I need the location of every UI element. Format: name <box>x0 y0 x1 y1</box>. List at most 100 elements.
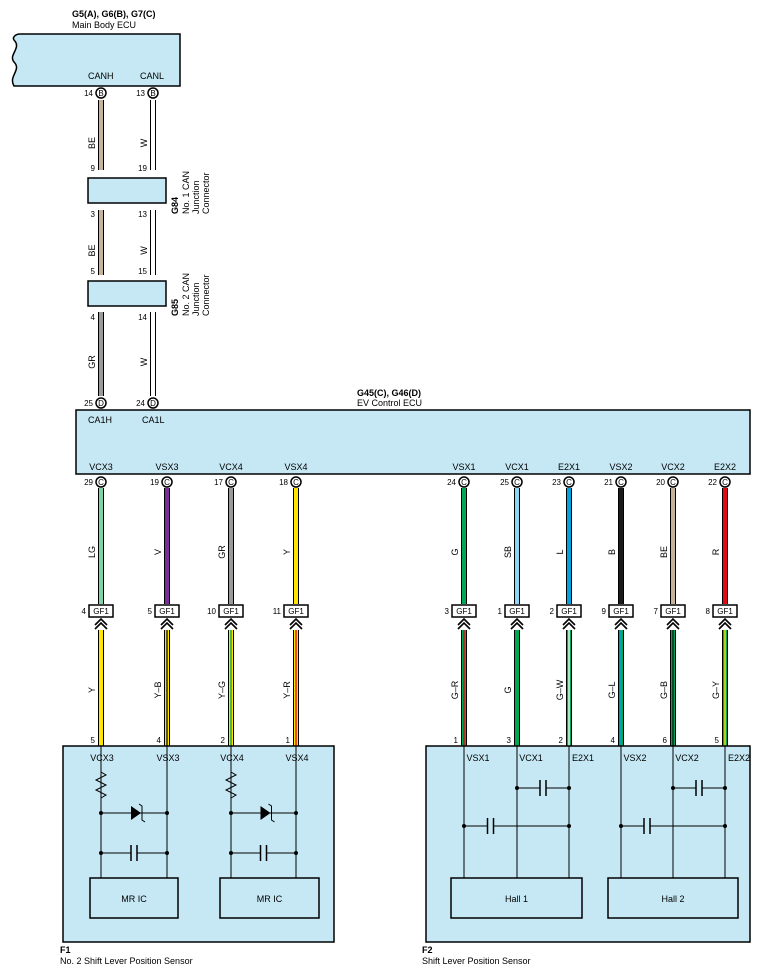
ecu-pin-vsx1-circle <box>458 476 470 488</box>
f2-id: F2 <box>422 945 433 955</box>
ecu-terminal-vsx4: VSX4 <box>284 462 307 472</box>
gf1-box-vsx1 <box>451 604 477 618</box>
can-h-wire-label-1: BE <box>87 137 97 149</box>
harness-wire-label-vcx3: Y <box>87 687 97 693</box>
ev-ecu-name: EV Control ECU <box>357 398 422 408</box>
ecu-pin-vsx1: C24 <box>447 476 470 488</box>
hall-dot-2-3 <box>723 824 727 828</box>
f2-terminal-e2x1: E2X1 <box>572 753 594 763</box>
gf1-box-vsx4 <box>283 604 309 618</box>
main-body-title: G5(A), G6(B), G7(C) <box>72 9 156 19</box>
gf1-box-e2x1 <box>556 604 582 618</box>
hall-dot-1-2 <box>462 824 466 828</box>
gf1-chevron-1-vsx1 <box>457 617 471 626</box>
mr-ic-box-2 <box>219 877 320 919</box>
canl-pin-number: 13 <box>136 89 145 98</box>
canh-label: CANH <box>88 71 114 81</box>
gf1-chevron-2-e2x1 <box>562 621 576 630</box>
ecu-pin-vsx3-number: 19 <box>150 478 159 487</box>
ecu-wire-label-vcx2: BE <box>659 546 669 558</box>
ecu-pin-vsx2-number: 21 <box>604 478 613 487</box>
f1-terminal-vsx3: VSX3 <box>156 753 179 763</box>
gf1-pin-e2x1: 2 <box>550 607 555 616</box>
sensor-pin-e2x2: 5 <box>715 736 720 745</box>
gf1-label-vcx4: GF1 <box>223 607 239 616</box>
ca1h-label: CA1H <box>88 415 112 425</box>
f1-name: No. 2 Shift Lever Position Sensor <box>60 956 193 966</box>
mr-dot-2-1 <box>294 811 298 815</box>
harness-wire-label-vcx4: Y–G <box>217 681 227 699</box>
ecu-pin-vcx2-letter: C <box>670 478 676 487</box>
gf1-chevron-1-vcx1 <box>510 617 524 626</box>
sensor-pin-vsx1: 1 <box>454 736 459 745</box>
hall-dot-2-1 <box>723 786 727 790</box>
ecu-pin-vcx1-circle <box>511 476 523 488</box>
f2-terminal-vsx2: VSX2 <box>623 753 646 763</box>
ecu-pin-vsx4-circle <box>290 476 302 488</box>
mr-resistor-1 <box>94 771 108 799</box>
mr-dot-1-1 <box>165 811 169 815</box>
can-l-wire-label-1: W <box>139 138 149 147</box>
hall-box-2 <box>607 877 739 919</box>
ecu-pin-e2x2-circle <box>719 476 731 488</box>
hall-dot-2-0 <box>671 786 675 790</box>
ca1h-pin-letter: D <box>98 399 104 408</box>
harness-wire-label-vcx2: G–B <box>659 681 669 699</box>
gf1-chevron-1-vsx3 <box>160 617 174 626</box>
g84-name-3: Connector <box>201 172 211 214</box>
canh-pin-number: 14 <box>84 89 93 98</box>
ecu-pin-e2x1-number: 23 <box>552 478 561 487</box>
hall-dot-1-3 <box>567 824 571 828</box>
gf1-chevron-1-vsx4 <box>289 617 303 626</box>
gf1-pin-vcx3: 4 <box>82 607 87 616</box>
gf1-label-e2x2: GF1 <box>717 607 733 616</box>
gf1-chevron-2-e2x2 <box>718 621 732 630</box>
gf1-box-vsx3 <box>154 604 180 618</box>
can-h-wire-label-3: GR <box>87 355 97 369</box>
ecu-pin-vcx4-number: 17 <box>214 478 223 487</box>
hall-dot-1-0 <box>515 786 519 790</box>
gf1-chevron-1-vsx2 <box>614 617 628 626</box>
mr-zener-bar-2 <box>268 803 275 823</box>
ecu-pin-e2x1-letter: C <box>566 478 572 487</box>
hall-label-1: Hall 1 <box>505 894 528 904</box>
ecu-pin-e2x2: C22 <box>708 476 731 488</box>
gf1-label-vsx4: GF1 <box>288 607 304 616</box>
canh-pin: B14 <box>84 87 107 99</box>
harness-wire-label-vsx1: G–R <box>450 680 460 699</box>
mr-ic-label-2: MR IC <box>257 894 283 904</box>
ecu-pin-vsx2: C 21 <box>604 476 627 488</box>
ecu-terminal-vsx3: VSX3 <box>155 462 178 472</box>
f2-terminal-vsx1: VSX1 <box>466 753 489 763</box>
gf1-label-vsx1: GF1 <box>456 607 472 616</box>
gf1-label-vcx1: GF1 <box>509 607 525 616</box>
ecu-pin-vsx4: C18 <box>279 476 302 488</box>
gf1-label-vsx2: GF1 <box>613 607 629 616</box>
ecu-pin-vcx3-number: 29 <box>84 478 93 487</box>
canl-label: CANL <box>140 71 164 81</box>
ecu-pin-vsx3: C 19 <box>150 476 173 488</box>
can-l-wire-label-2: W <box>139 246 149 255</box>
ecu-pin-vsx3-letter: C <box>164 478 170 487</box>
hall-block-1: Hall 1 <box>450 746 583 919</box>
sensor-pin-vsx4: 1 <box>286 736 291 745</box>
ecu-wire-label-vsx3: V <box>153 549 163 555</box>
hall-dot-2-2 <box>619 824 623 828</box>
ecu-pin-vcx4: C17 <box>214 476 237 488</box>
ca1l-pin-number: 24 <box>136 399 145 408</box>
ecu-terminal-vcx1: VCX1 <box>505 462 529 472</box>
gf1-chevron-1-vcx4 <box>224 617 238 626</box>
gf1-chevron-2-vcx4 <box>224 621 238 630</box>
junction-g85-pin-l-bottom: 14 <box>138 313 147 322</box>
ecu-pin-vsx2-letter: C <box>618 478 624 487</box>
harness-wire-label-vsx3: Y–B <box>153 681 163 698</box>
ecu-pin-e2x1: C 23 <box>552 476 575 488</box>
